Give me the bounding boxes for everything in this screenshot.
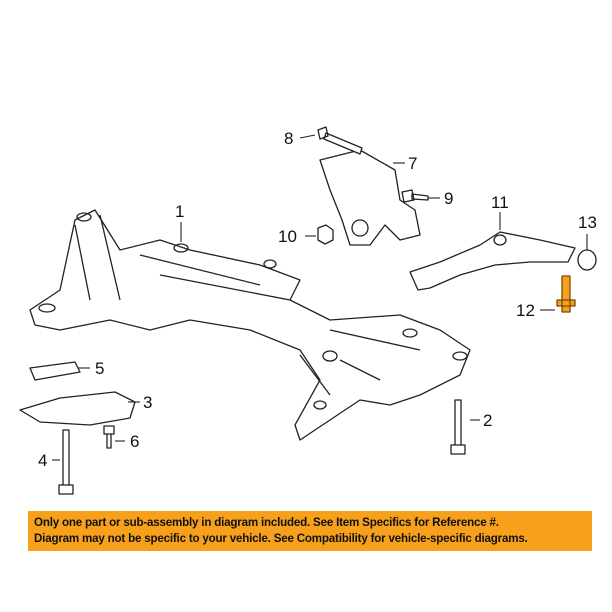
bolt-part-8 [317,126,363,155]
callout-10: 10 [278,227,297,246]
callout-3: 3 [143,393,153,412]
nut-part-10 [317,224,334,245]
bolt-part-4 [58,429,74,495]
callout-7: 7 [408,154,418,173]
bolt-part-6 [103,425,115,449]
plate-part-3 [19,391,136,426]
bolt-part-12-highlighted [556,275,576,313]
bracket-part-5 [29,361,81,381]
subframe-part-1 [29,209,471,441]
callout-9: 9 [444,189,454,208]
bolt-part-2 [450,399,466,455]
bolt-part-9 [401,189,429,203]
disclaimer-line-1: Only one part or sub-assembly in diagram… [34,516,499,529]
callout-6: 6 [130,432,140,451]
callout-5: 5 [95,359,105,378]
callout-11: 11 [491,193,509,212]
control-arm-part-11 [409,231,576,291]
callout-8: 8 [284,129,294,148]
bushing-part-13 [577,249,597,271]
knuckle-part-7 [319,149,421,246]
callout-1: 1 [175,202,185,221]
callout-13: 13 [578,213,597,232]
disclaimer-banner: Only one part or sub-assembly in diagram… [28,511,592,551]
disclaimer-line-2: Diagram may not be specific to your vehi… [34,532,528,545]
callout-12: 12 [516,301,535,320]
callout-2: 2 [483,411,493,430]
callout-4: 4 [38,451,48,470]
